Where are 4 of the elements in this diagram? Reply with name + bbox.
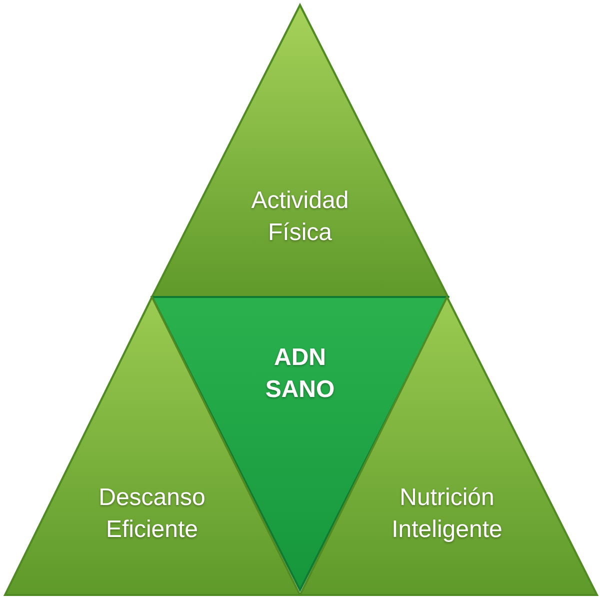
segment-label: ADN SANO [264,343,336,406]
segment-label: Descanso Eficiente [98,483,206,546]
segment-label: Actividad Física [250,186,350,248]
segment-label: Nutrición Inteligente [390,483,504,546]
